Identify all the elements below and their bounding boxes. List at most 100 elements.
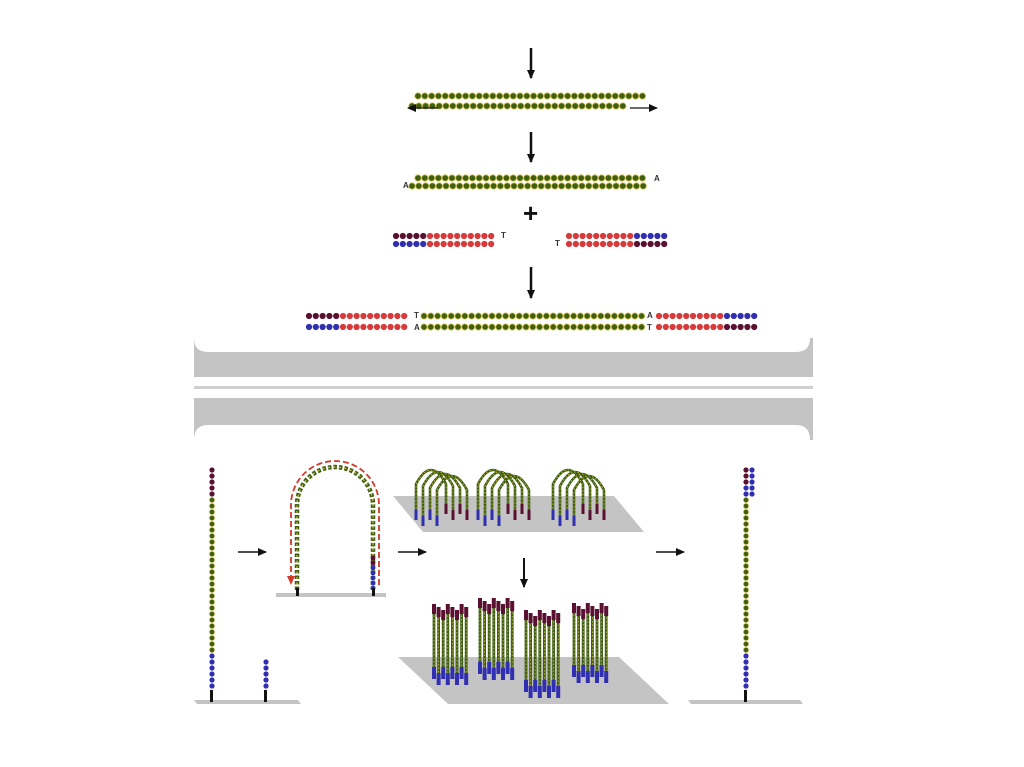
final-bead: [743, 629, 748, 634]
insert-bead: [598, 324, 604, 330]
adapter-bead: [724, 313, 730, 319]
adapter-bead: [690, 313, 696, 319]
cluster-top: [432, 604, 436, 614]
bridge-end-bead: [371, 581, 376, 586]
insert-bead: [611, 324, 617, 330]
strand-bead: [209, 623, 214, 628]
final-bead: [743, 677, 748, 682]
insert-bead: [496, 324, 502, 330]
insert-bead: [572, 103, 578, 109]
insert-bead: [578, 175, 584, 181]
insert-bead: [599, 183, 605, 189]
adapter-bead: [360, 313, 366, 319]
cluster-end: [452, 510, 455, 520]
cluster-top: [577, 606, 581, 616]
adapter-bead: [683, 324, 689, 330]
cluster-top: [460, 604, 464, 614]
strand-bead: [209, 473, 214, 478]
final-bead: [743, 563, 748, 568]
adapter-bead: [744, 324, 750, 330]
insert-bead: [611, 313, 617, 319]
adapter-bead: [751, 324, 757, 330]
adapters: [393, 233, 667, 247]
insert-bead: [537, 175, 543, 181]
strand-bead: [209, 485, 214, 490]
adapter-bead: [468, 241, 474, 247]
insert-bead: [469, 313, 475, 319]
insert-bead: [530, 324, 536, 330]
cluster-bottom: [604, 671, 608, 683]
bridge-clusters: [393, 470, 644, 532]
flow-cell-surface: [276, 593, 386, 597]
insert-bead: [592, 183, 598, 189]
insert-bead: [450, 183, 456, 189]
strand-bead: [209, 599, 214, 604]
adapter-bead: [731, 313, 737, 319]
insert-bead: [586, 183, 592, 189]
insert-bead: [612, 93, 618, 99]
insert-bead: [450, 103, 456, 109]
strand-bead: [209, 629, 214, 634]
adapter-bead: [441, 241, 447, 247]
cluster-end: [422, 516, 425, 526]
insert-bead: [564, 324, 570, 330]
insert-bead: [564, 175, 570, 181]
insert-bead: [605, 324, 611, 330]
adapter-bead: [381, 324, 387, 330]
insert-bead: [484, 103, 490, 109]
final-bead: [743, 527, 748, 532]
final-bead: [743, 623, 748, 628]
strand-bead: [209, 521, 214, 526]
insert-bead: [550, 324, 556, 330]
dna-fragment-a-tailed: [409, 175, 647, 189]
insert-bead: [449, 175, 455, 181]
surface-anchor: [296, 588, 299, 596]
insert-bead: [591, 324, 597, 330]
final-bead: [743, 635, 748, 640]
adapter-bead: [654, 241, 660, 247]
insert-bead: [524, 93, 530, 99]
adapter-bead: [388, 324, 394, 330]
adapter-bead: [704, 313, 710, 319]
adapter-bead: [475, 241, 481, 247]
cluster-top: [524, 610, 528, 620]
adapter-bead: [670, 324, 676, 330]
t-overhang-label-left: T: [501, 231, 506, 240]
insert-bead: [496, 175, 502, 181]
strand-bead: [209, 551, 214, 556]
insert-bead: [619, 93, 625, 99]
insert-bead: [416, 183, 422, 189]
insert-bead: [441, 313, 447, 319]
insert-bead: [639, 175, 645, 181]
cluster-top: [450, 607, 454, 617]
strand-bead: [209, 515, 214, 520]
strand-bead: [209, 653, 214, 658]
cluster-bottom: [529, 686, 533, 698]
insert-bead: [565, 183, 571, 189]
insert-bead: [551, 175, 557, 181]
insert-bead: [482, 324, 488, 330]
adapter-bead: [488, 233, 494, 239]
insert-bead: [511, 183, 517, 189]
insert-bead: [463, 183, 469, 189]
cluster-top: [437, 607, 441, 617]
cluster-end: [459, 504, 462, 514]
cluster-end: [507, 504, 510, 514]
insert-bead: [435, 175, 441, 181]
cluster-top: [478, 598, 482, 608]
strand-bead: [209, 647, 214, 652]
insert-bead: [462, 93, 468, 99]
final-bead: [743, 581, 748, 586]
final-bead: [743, 665, 748, 670]
adapter-bead: [627, 241, 633, 247]
cluster-top: [510, 601, 514, 611]
adapter-bead: [488, 241, 494, 247]
insert-bead: [544, 175, 550, 181]
adapter-bead: [654, 233, 660, 239]
insert-bead: [517, 175, 523, 181]
adapter-bead: [566, 233, 572, 239]
adapter-bead: [627, 233, 633, 239]
adapter-bead: [427, 241, 433, 247]
adapter-bead: [354, 313, 360, 319]
insert-bead: [511, 103, 517, 109]
